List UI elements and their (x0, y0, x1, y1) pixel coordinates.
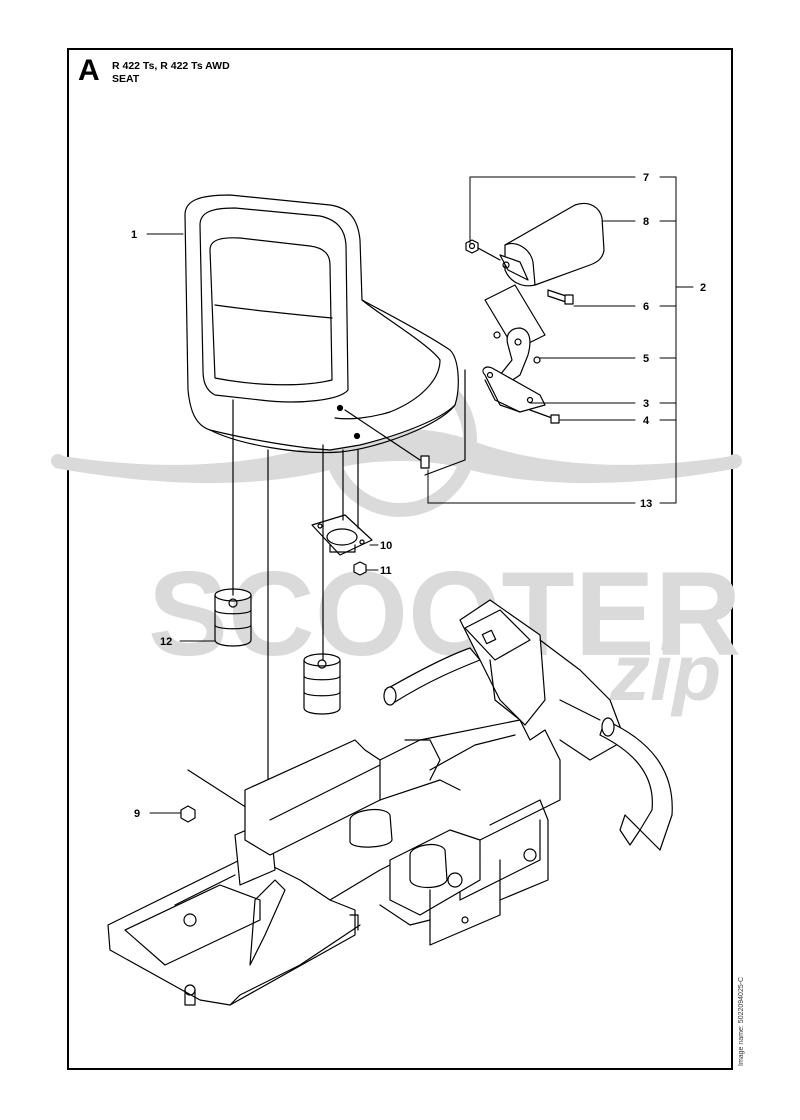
seat-bracket (482, 366, 546, 413)
callout-11: 11 (380, 565, 392, 577)
callout-13: 13 (640, 498, 652, 510)
screw-11 (353, 561, 367, 576)
armrest (499, 202, 605, 287)
section-letter: A (78, 54, 100, 87)
armrest-bracket (484, 284, 546, 386)
callout-9: 9 (134, 808, 140, 820)
rubber-buffer-lower (303, 653, 341, 715)
bolt-6 (547, 289, 574, 305)
clip-13 (420, 455, 430, 469)
seat (184, 194, 459, 454)
callout-4: 4 (643, 415, 650, 427)
drawing-frame (67, 48, 733, 1070)
callout-3: 3 (643, 398, 649, 410)
nut-7 (465, 239, 479, 254)
callout-2: 2 (700, 282, 706, 294)
callout-1: 1 (131, 229, 137, 241)
callout-6: 6 (643, 301, 649, 313)
diagram-title: R 422 Ts, R 422 Ts AWD SEAT (112, 60, 230, 86)
watermark-swoosh (55, 428, 738, 483)
callout-7: 7 (643, 172, 649, 184)
leader-lines (146, 176, 694, 814)
swivel-plate (311, 514, 373, 556)
watermark-dot-left (51, 454, 65, 468)
callout-8: 8 (643, 216, 649, 228)
nut-9 (180, 805, 196, 823)
callout-12: 12 (160, 636, 172, 648)
callout-5: 5 (643, 353, 649, 365)
bolt-4 (529, 409, 560, 424)
chassis-frame (107, 599, 673, 1006)
callout-10: 10 (380, 540, 392, 552)
callout-labels: 1 2 3 4 5 6 7 8 9 10 11 12 13 (131, 172, 706, 820)
image-reference: Image name: 5022094025-C (738, 976, 745, 1066)
watermark-dot-right (728, 454, 742, 468)
model-line: R 422 Ts, R 422 Ts AWD (112, 60, 230, 72)
assembly-name: SEAT (112, 73, 140, 85)
watermark-script: zip (609, 628, 721, 717)
